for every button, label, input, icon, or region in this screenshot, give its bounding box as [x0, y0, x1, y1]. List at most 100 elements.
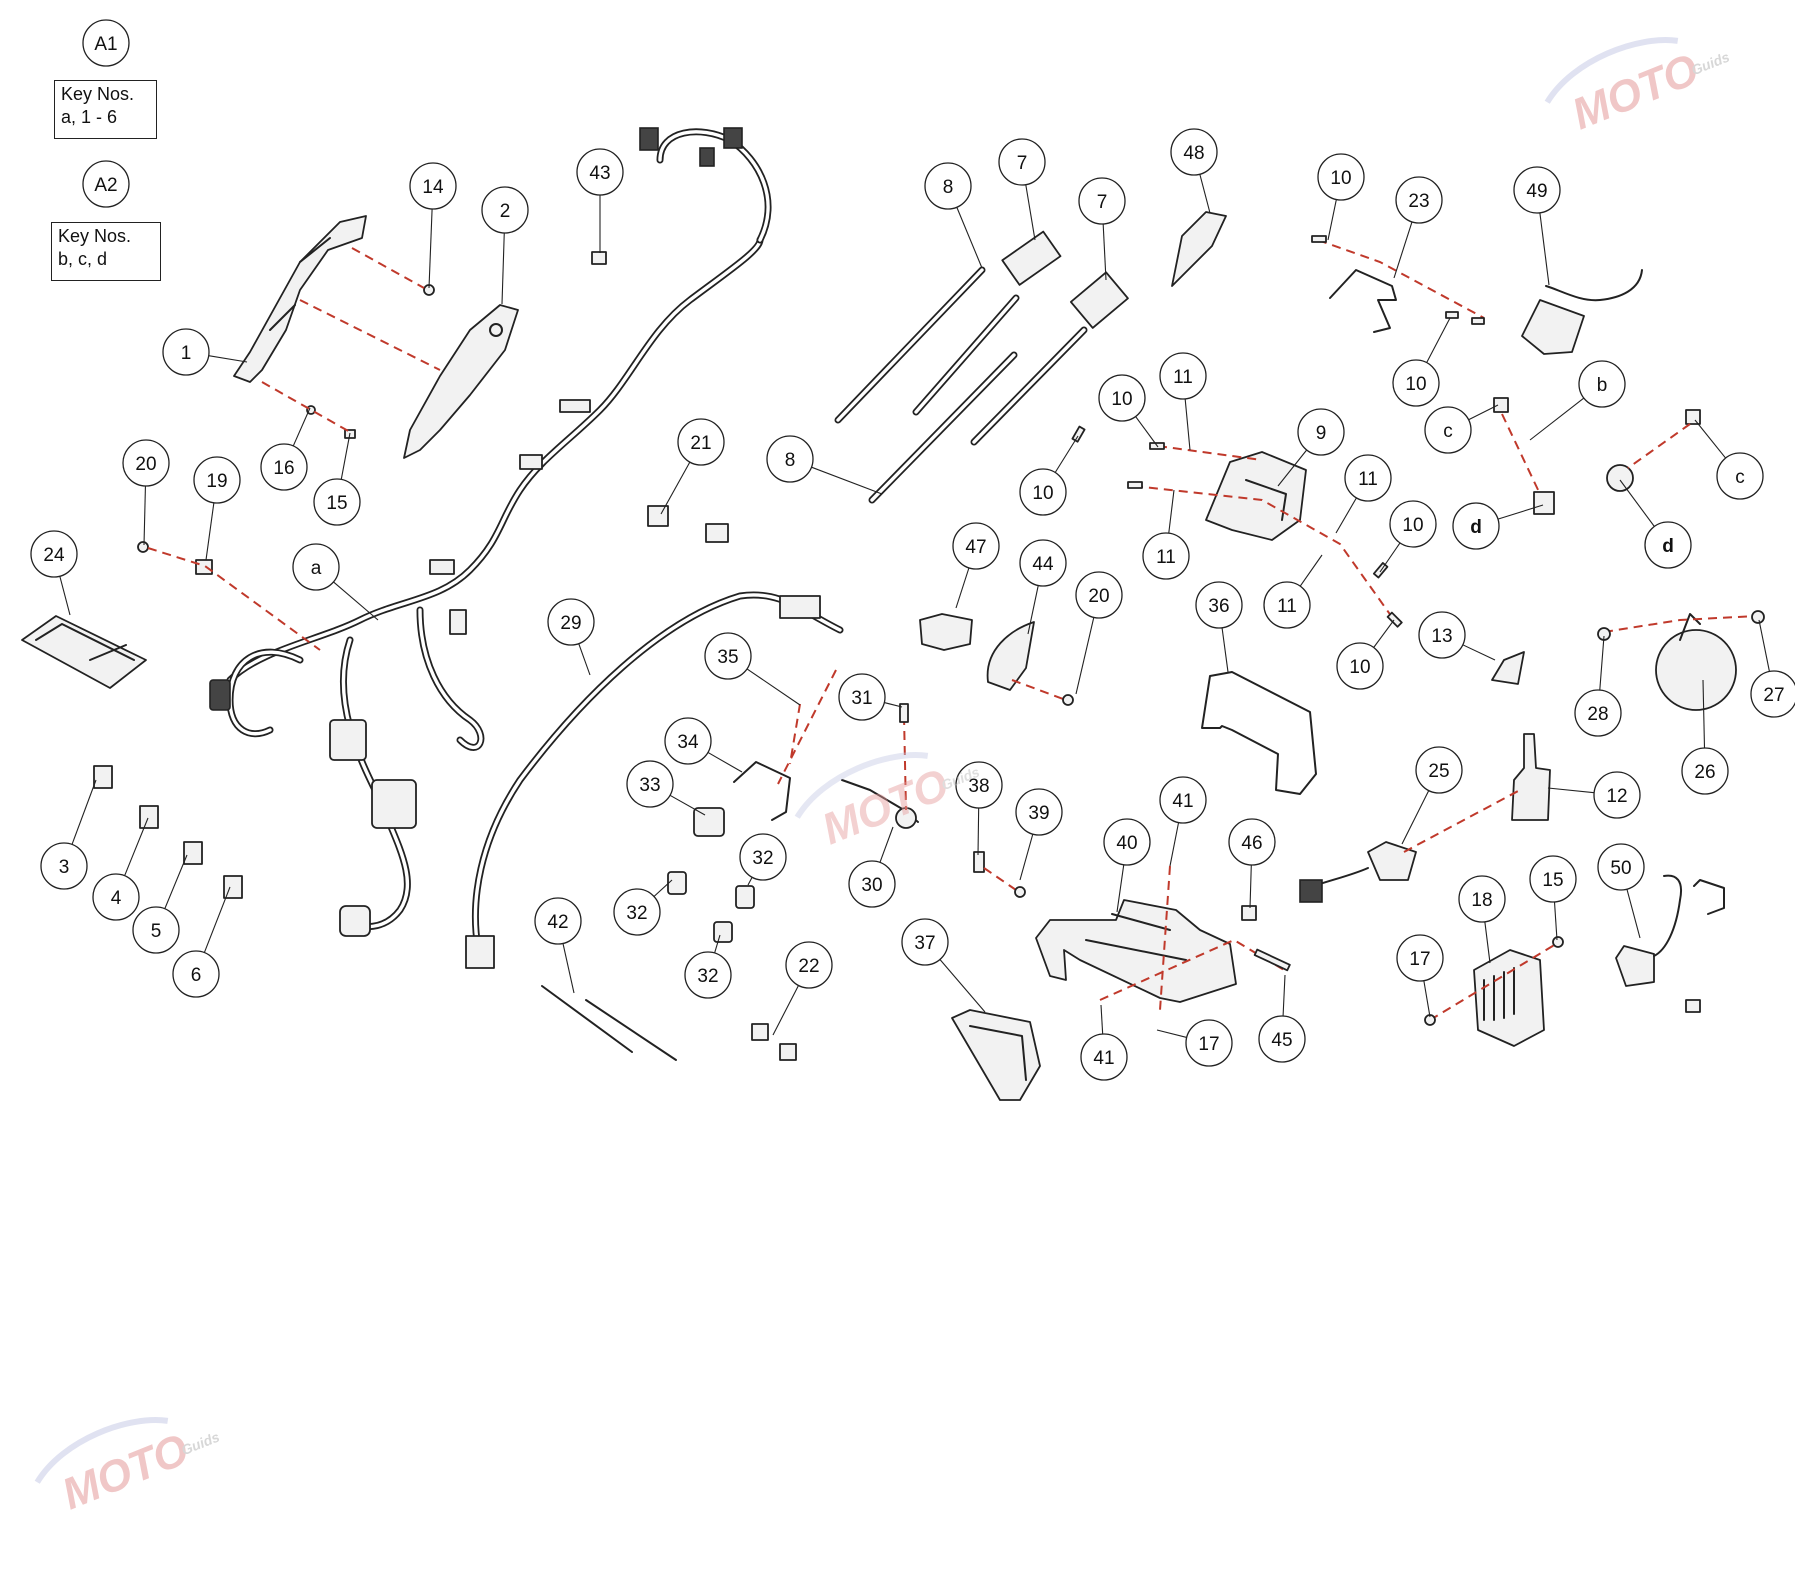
leader-line	[1539, 212, 1550, 286]
part-25-connector	[1367, 841, 1417, 881]
leader-line	[1426, 317, 1451, 363]
callout-label: b	[1597, 375, 1608, 396]
callout-ring	[132, 906, 180, 954]
callout-ring	[1103, 818, 1151, 866]
leader-line	[292, 407, 311, 447]
key-box-title: Key Nos.	[58, 226, 132, 246]
part-5-fuse	[183, 841, 203, 865]
callout-c: c	[1424, 406, 1472, 454]
callout-ring	[1681, 747, 1729, 795]
leader-line	[1547, 787, 1595, 794]
callout-ring	[1574, 689, 1622, 737]
callout-label: 10	[1330, 168, 1351, 189]
callout-26: 26	[1681, 747, 1729, 795]
callout-ring	[785, 941, 833, 989]
callout-ring	[766, 435, 814, 483]
leader-line	[1335, 497, 1357, 534]
callout-43: 43	[576, 148, 624, 196]
callout-20: 20	[1075, 571, 1123, 619]
leader-line	[1054, 435, 1079, 473]
callout-11: 11	[1263, 581, 1311, 629]
callout-32: 32	[613, 888, 661, 936]
callout-label: 46	[1241, 833, 1262, 854]
callout-47: 47	[952, 522, 1000, 570]
callout-ring	[162, 328, 210, 376]
part-32-pad	[667, 871, 687, 895]
callout-label: 3	[59, 857, 70, 878]
callout-ring	[1415, 746, 1463, 794]
leader-line	[1168, 489, 1175, 534]
callout-label: 38	[968, 776, 989, 797]
callout-label: 8	[943, 177, 954, 198]
callout-label: 8	[785, 450, 796, 471]
callout-ring	[30, 530, 78, 578]
callout-ring	[1258, 1015, 1306, 1063]
callout-b: b	[1578, 360, 1626, 408]
callout-label: 37	[914, 933, 935, 954]
callout-label: 32	[752, 848, 773, 869]
callout-label: 2	[500, 201, 511, 222]
callout-label: 6	[191, 965, 202, 986]
callout-ring	[1424, 406, 1472, 454]
callout-label: 22	[798, 956, 819, 977]
part-44-cover	[986, 621, 1035, 691]
leader-line	[1462, 644, 1496, 661]
part-19-clamp	[195, 559, 213, 575]
callout-label: 7	[1017, 153, 1028, 174]
part-drawings	[21, 127, 1765, 1101]
leader-line	[1116, 864, 1125, 913]
callout-10: 10	[1336, 642, 1384, 690]
callout-label: 13	[1431, 626, 1452, 647]
callout-label: 5	[151, 921, 162, 942]
svg-text:Guids: Guids	[179, 1428, 222, 1458]
callout-7: 7	[1078, 177, 1126, 225]
part-18-regulator	[1473, 949, 1545, 1047]
leader-line	[956, 207, 983, 269]
callout-46: 46	[1228, 818, 1276, 866]
part-23-bracket	[1329, 269, 1397, 333]
callout-label: 43	[589, 163, 610, 184]
leader-line	[1019, 834, 1034, 881]
leader-line	[1221, 627, 1229, 673]
part-13-clip	[1491, 651, 1525, 685]
leader-line	[1423, 980, 1431, 1018]
callout-ring	[1529, 855, 1577, 903]
callout-11: 11	[1159, 352, 1207, 400]
callout-21: 21	[677, 418, 725, 466]
callout-15: 15	[1529, 855, 1577, 903]
callout-15: 15	[313, 478, 361, 526]
part-50-solenoid	[1615, 945, 1655, 987]
callout-8: 8	[766, 435, 814, 483]
leader-line	[1199, 174, 1211, 214]
leader-line	[578, 643, 591, 676]
leader-line	[977, 807, 980, 856]
leader-line	[562, 943, 575, 994]
callout-label: 11	[1358, 469, 1378, 490]
callout-label: 10	[1402, 515, 1423, 536]
callout-30: 30	[848, 860, 896, 908]
leader-line	[1702, 679, 1706, 749]
callout-ring	[1297, 408, 1345, 456]
leader-line	[501, 232, 505, 305]
callout-ring	[848, 860, 896, 908]
leader-line	[143, 485, 146, 546]
callout-label: 20	[1088, 586, 1109, 607]
callout-5: 5	[132, 906, 180, 954]
callout-label: 31	[851, 688, 872, 709]
callout-label: 35	[717, 647, 738, 668]
key-box-a1: Key Nos. a, 1 - 6	[54, 80, 157, 139]
callout-ring	[838, 673, 886, 721]
leader-line	[811, 466, 883, 495]
callout-10: 10	[1392, 359, 1440, 407]
callout-ring	[1015, 788, 1063, 836]
callout-label: 10	[1111, 389, 1132, 410]
callout-ring	[664, 717, 712, 765]
callout-41: 41	[1159, 776, 1207, 824]
leader-line	[1327, 199, 1337, 241]
leader-line	[333, 581, 379, 621]
svg-text:MOTO: MOTO	[1565, 45, 1705, 140]
callout-ring	[1317, 153, 1365, 201]
callout-42: 42	[534, 897, 582, 945]
leader-line	[879, 826, 894, 863]
callout-label: 50	[1610, 858, 1631, 879]
